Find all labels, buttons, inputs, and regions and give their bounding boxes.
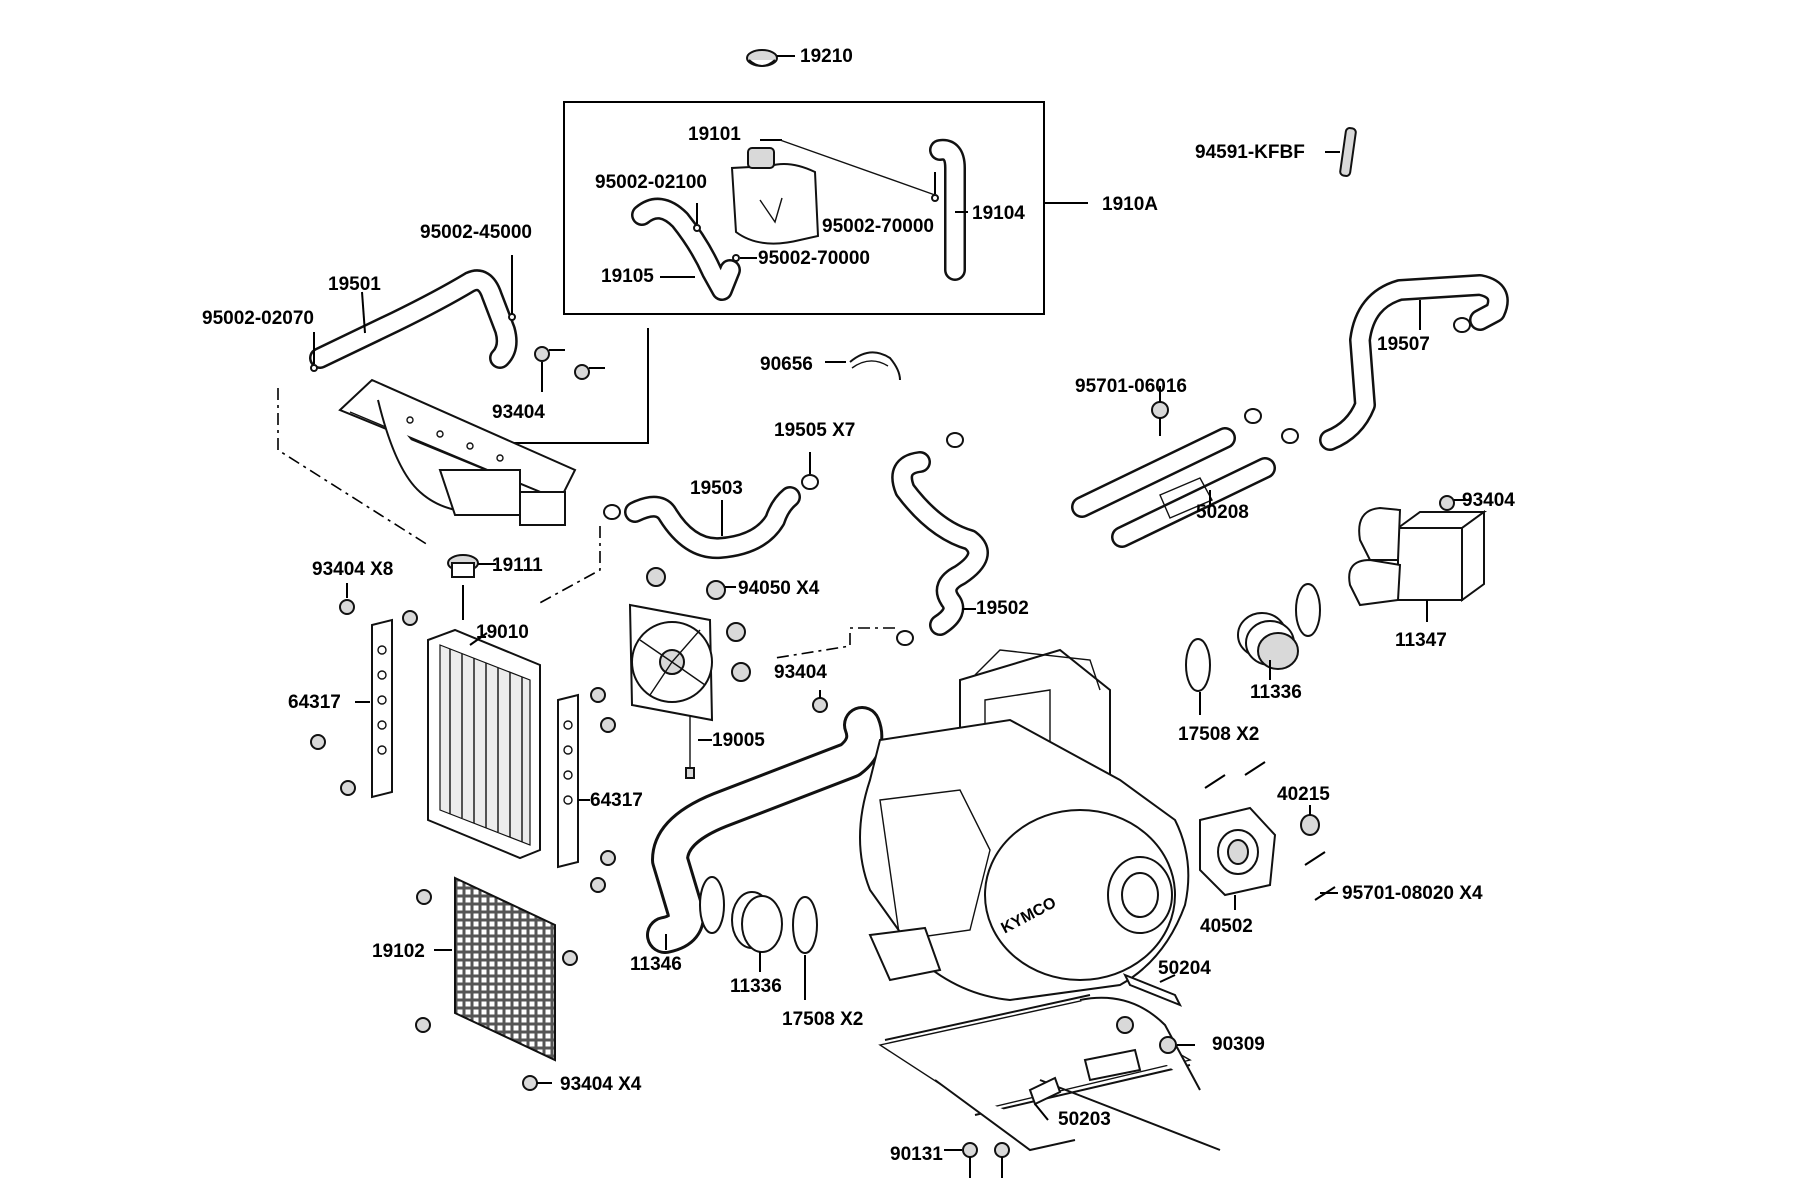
intake-boot-11336-a[interactable]	[1237, 612, 1299, 680]
clip-95002-70000-a[interactable]	[931, 172, 939, 202]
coolant-pipe-50208[interactable]	[1071, 427, 1276, 548]
callout-19111: 19111	[492, 555, 543, 576]
housing-40502[interactable]	[1199, 806, 1277, 910]
radiator-hose-19503[interactable]	[624, 486, 801, 560]
hose-clamp-19505[interactable]	[603, 317, 1471, 646]
bolt-93404-c[interactable]	[812, 690, 828, 713]
plug-40215[interactable]	[1300, 805, 1320, 836]
frame-section-lower	[878, 994, 1221, 1152]
callout-11336-b: 11336	[730, 976, 782, 997]
radiator-screen-19102[interactable]	[434, 876, 556, 1062]
callout-64317-a: 64317	[288, 692, 341, 713]
callout-93404-b: 93404	[1462, 490, 1515, 511]
callout-19501: 19501	[328, 274, 381, 295]
nut-90309[interactable]	[1116, 1016, 1195, 1054]
radiator-hose-19501[interactable]	[309, 269, 518, 369]
clip-95002-02100[interactable]	[693, 203, 701, 232]
callout-50204: 50204	[1158, 958, 1211, 979]
bracket-50203[interactable]	[1028, 1076, 1062, 1121]
frame-section-upper	[338, 378, 577, 526]
radiator-cap-19111[interactable]	[447, 554, 496, 620]
callout-95002-70000-a: 95002-70000	[822, 216, 934, 237]
callout-93404-c: 93404	[774, 662, 827, 683]
callout-19010: 19010	[476, 622, 529, 643]
callout-17508-x2-a: 17508 X2	[1178, 724, 1259, 745]
decal-94591-kfbf[interactable]	[1325, 127, 1357, 177]
cooling-fan-19005[interactable]	[628, 603, 714, 779]
hose-clamp-17508-a[interactable]	[1185, 583, 1321, 715]
air-duct-11347[interactable]	[1348, 506, 1488, 622]
bolt-93404-a[interactable]	[534, 346, 605, 392]
cable-strap-90656[interactable]	[825, 351, 901, 381]
callout-93404-x4: 93404 X4	[560, 1074, 642, 1095]
callout-50208: 50208	[1196, 502, 1249, 523]
clip-95002-70000-b[interactable]	[732, 254, 757, 262]
callout-17508-x2-b: 17508 X2	[782, 1009, 863, 1030]
callout-93404-a: 93404	[492, 402, 545, 423]
bracket-64317-a[interactable]	[355, 618, 393, 799]
reservoir-hose-19105[interactable]	[631, 197, 741, 301]
engine-assembly: KYMCO	[859, 648, 1190, 1002]
callout-95002-70000-b: 95002-70000	[758, 248, 870, 269]
bracket-64317-b[interactable]	[557, 693, 590, 869]
callout-1910a: 1910A	[1102, 194, 1158, 215]
callout-95701-08020-x4: 95701-08020 X4	[1342, 883, 1483, 904]
clip-95002-02070[interactable]	[310, 332, 318, 372]
coolant-reservoir-19101[interactable]	[730, 139, 936, 245]
callout-94591-kfbf: 94591-KFBF	[1195, 142, 1305, 163]
callout-11336-a: 11336	[1250, 682, 1302, 703]
callout-94050-x4: 94050 X4	[738, 578, 820, 599]
overflow-hose-19104[interactable]	[929, 138, 968, 281]
reservoir-kit-box	[563, 101, 1045, 315]
callout-11346: 11346	[630, 954, 682, 975]
callout-19105: 19105	[601, 266, 654, 287]
radiator-hose-19507[interactable]	[1319, 274, 1509, 451]
clip-95002-45000[interactable]	[508, 255, 516, 321]
callout-19503: 19503	[690, 478, 743, 499]
radiator-19010[interactable]	[427, 628, 541, 860]
callout-40215: 40215	[1277, 784, 1330, 805]
callout-19507: 19507	[1377, 334, 1430, 355]
intake-duct-11346[interactable]	[646, 706, 884, 954]
hose-clamp-17508-b[interactable]	[699, 876, 818, 1000]
callout-93404-x8: 93404 X8	[312, 559, 393, 580]
bolts-95701-08020[interactable]	[1204, 761, 1338, 901]
bolts-90131[interactable]	[944, 1142, 1010, 1178]
callout-11347: 11347	[1395, 630, 1447, 651]
callout-50203: 50203	[1058, 1109, 1111, 1130]
callout-19104: 19104	[972, 203, 1025, 224]
bolts-93404-x8[interactable]	[310, 583, 616, 893]
bolts-93404-x4[interactable]	[415, 889, 578, 1091]
bracket-50204[interactable]	[1122, 973, 1183, 1007]
callout-64317-b: 64317	[590, 790, 643, 811]
callout-19502: 19502	[976, 598, 1029, 619]
bolt-95701-06016[interactable]	[1151, 386, 1169, 436]
callout-90656: 90656	[760, 354, 813, 375]
callout-19210: 19210	[800, 46, 853, 67]
callout-95002-45000: 95002-45000	[420, 222, 532, 243]
callout-90309: 90309	[1212, 1034, 1265, 1055]
callout-19102: 19102	[372, 941, 425, 962]
radiator-hose-19502[interactable]	[891, 451, 989, 636]
reservoir-cap-19210[interactable]	[746, 49, 795, 67]
nuts-94050-x4[interactable]	[646, 567, 751, 682]
intake-boot-11336-b[interactable]	[731, 891, 783, 972]
callout-40502: 40502	[1200, 916, 1253, 937]
callout-95002-02100: 95002-02100	[595, 172, 707, 193]
callout-95701-06016: 95701-06016	[1075, 376, 1187, 397]
bolt-93404-b[interactable]	[1439, 495, 1470, 511]
callout-19505-x7: 19505 X7	[774, 420, 855, 441]
callout-95002-02070: 95002-02070	[202, 308, 314, 329]
callout-19005: 19005	[712, 730, 765, 751]
callout-19101: 19101	[688, 124, 741, 145]
callout-90131: 90131	[890, 1144, 943, 1165]
